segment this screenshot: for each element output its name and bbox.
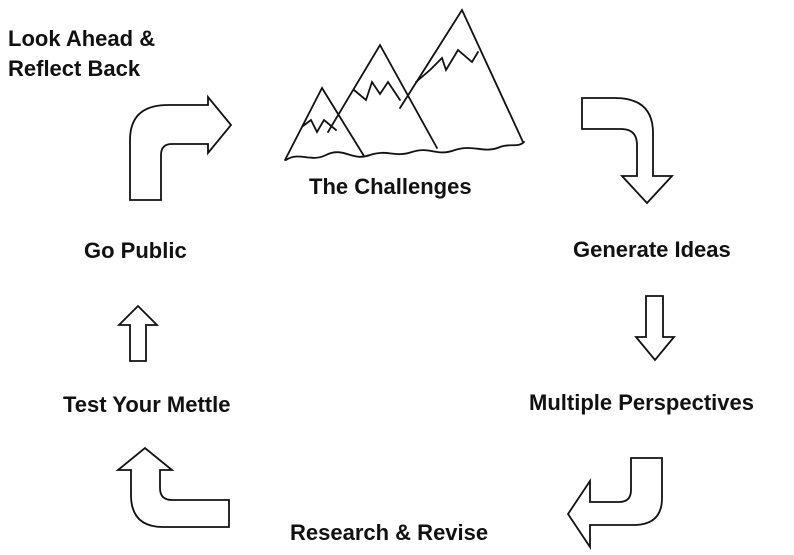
multiple-perspectives-label: Multiple Perspectives [529, 390, 754, 415]
arrow-down-icon [634, 295, 676, 362]
curved-arrow-left-icon [566, 457, 663, 550]
challenges-label: The Challenges [309, 174, 472, 199]
mountain-peak-large [399, 8, 524, 143]
mountains-icon [284, 8, 525, 161]
mountain-base [285, 141, 525, 161]
go-public-label: Go Public [84, 238, 187, 263]
look-ahead-line1: Look Ahead & [8, 26, 156, 51]
mountain-snowcap-large [415, 48, 479, 83]
mountain-snowcap-middle [353, 79, 401, 102]
curved-arrow-up-icon [115, 446, 230, 528]
test-your-mettle-label: Test Your Mettle [63, 392, 231, 417]
research-revise-label: Research & Revise [290, 520, 489, 545]
arrow-up-icon [116, 304, 160, 362]
reflect-back-line2: Reflect Back [8, 56, 141, 81]
mountain-snowcap-small [302, 118, 337, 134]
mountain-peak-small [284, 86, 365, 161]
generate-ideas-label: Generate Ideas [573, 237, 731, 262]
curved-arrow-down-icon [581, 97, 675, 205]
mountain-peak-middle [327, 43, 438, 149]
look-ahead-reflect-back-label: Look Ahead & Reflect Back [8, 24, 208, 84]
curved-arrow-right-icon [129, 94, 233, 201]
